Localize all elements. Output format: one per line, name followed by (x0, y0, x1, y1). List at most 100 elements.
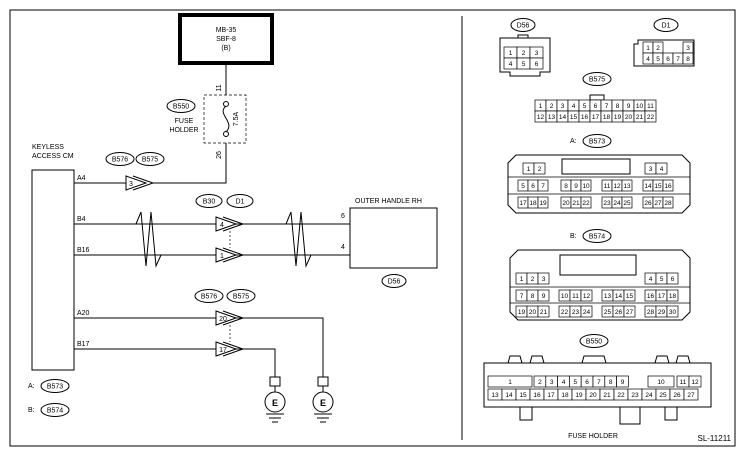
d1-pin-label: 7 (676, 56, 680, 63)
b575-pin-label: 5 (583, 103, 587, 110)
b573-pin-label: 21 (572, 200, 580, 207)
outer-handle-label: OUTER HANDLE RH (355, 198, 422, 205)
b574-pin-label: 21 (540, 309, 548, 316)
b573-pin-label: 3 (649, 166, 653, 173)
legend-key-b: B: (28, 407, 35, 414)
outer-handle-rh: OUTER HANDLE RH 6 4 D56 (341, 198, 438, 288)
fuse-pin-top: 11 (216, 84, 223, 91)
b574-pin-label: 27 (626, 309, 634, 316)
fuse-label-line1: FUSE (175, 118, 194, 125)
b573-pin-cell (662, 196, 674, 209)
d56-pin-label: 2 (522, 50, 526, 57)
b575-pin-label: 3 (561, 103, 565, 110)
b574-pin-cell (537, 305, 550, 318)
b573-pin-label: 10 (582, 183, 590, 190)
b550-pin-label: 4 (562, 379, 566, 386)
b573-pin-cell (533, 162, 546, 175)
svg-text:3: 3 (129, 181, 133, 188)
b550-pin-label: 8 (609, 379, 613, 386)
b550-pin-label: 9 (621, 379, 625, 386)
b574-pin-label: 7 (520, 293, 524, 300)
b574-pin-label: 5 (660, 276, 664, 283)
b550-pin-cell (688, 375, 702, 388)
b550-pin-cell (487, 375, 533, 388)
d1-pin-label: 5 (656, 56, 660, 63)
d56-pin-cell (529, 57, 544, 70)
b550-pin-label: 27 (687, 392, 695, 399)
b574-pin-cell (580, 305, 593, 318)
b550-pin-label: 10 (657, 379, 665, 386)
b550-pin-label: 14 (505, 392, 513, 399)
b573-pin-cell (655, 162, 668, 175)
b574-pin-label: 15 (626, 293, 634, 300)
d1-pin-cell (682, 52, 694, 65)
d56-pin-label: 6 (535, 61, 539, 68)
b574-pin-cell (537, 272, 550, 285)
b573-pin-label: 16 (664, 183, 672, 190)
svg-text:B575: B575 (589, 77, 605, 84)
b575-pin-label: 19 (614, 114, 622, 121)
b550-pin-label: 18 (561, 392, 569, 399)
b573-pin-label: 25 (623, 200, 631, 207)
b550-pin-label: 11 (680, 379, 687, 386)
b573-pin-label: 22 (582, 200, 590, 207)
b573-pin-label: 11 (604, 183, 611, 190)
b573-pin-label: 17 (519, 200, 527, 207)
b550-pin-label: 5 (573, 379, 577, 386)
b573-pin-label: 8 (564, 183, 568, 190)
b575-pin-label: 13 (548, 114, 556, 121)
b574-pin-label: 8 (531, 293, 535, 300)
b550-pin-label: 21 (603, 392, 611, 399)
b573-pin-label: 6 (531, 183, 535, 190)
fuse-element (222, 105, 230, 133)
b550-pin-label: 17 (547, 392, 555, 399)
b573-pin-label: 13 (623, 183, 631, 190)
fuse-block: 7.5A 11 26 B550 FUSE HOLDER (166, 84, 247, 159)
d56-pin-label: 3 (535, 50, 539, 57)
diagram-code: SL-11211 (697, 434, 731, 443)
b550-pin-label: 3 (550, 379, 554, 386)
power-source-line1: MB-35 (216, 27, 237, 34)
b575-pin-label: 14 (559, 114, 567, 121)
b573-pin-cell (537, 196, 549, 209)
badge-b576-top (105, 152, 135, 166)
legend-badge-b574 (40, 403, 70, 417)
b575-pin-label: 11 (647, 103, 654, 110)
wire-fuse-to-a4 (153, 143, 227, 184)
b573-pin-label: 9 (574, 183, 578, 190)
badge-b576-bottom (194, 289, 224, 303)
b574-pin-label: 20 (529, 309, 537, 316)
b574-pin-label: 18 (669, 293, 677, 300)
b574-pin-label: 30 (669, 309, 677, 316)
d56-pin-label: 5 (522, 61, 526, 68)
svg-text:D56: D56 (517, 23, 530, 30)
svg-text:B550: B550 (586, 339, 602, 346)
b550-pin-label: 23 (631, 392, 639, 399)
b574-pin-cell (623, 289, 636, 302)
connector-b573-prefix: A: (570, 138, 577, 145)
b574-pin-cell (537, 289, 550, 302)
svg-text:20: 20 (219, 316, 227, 323)
connector-b550-badge (579, 334, 609, 348)
cm-pin-b17: B17 (77, 341, 90, 348)
legend-key-a: A: (28, 383, 35, 390)
cm-label-line2: ACCESS CM (32, 153, 74, 160)
cm-pin-a20: A20 (77, 310, 90, 317)
b550-pin-label: 7 (597, 379, 601, 386)
b574-pin-label: 16 (647, 293, 655, 300)
legend-badge-b573 (40, 379, 70, 393)
b550-pin-label: 20 (589, 392, 597, 399)
d56-pin-label: 4 (509, 61, 513, 68)
b550-pin-label: 25 (659, 392, 667, 399)
junction-b17: 17 (215, 341, 245, 357)
d56-pin-label: 1 (509, 50, 513, 57)
b573-pin-label: 5 (521, 183, 525, 190)
harness-break-right (285, 211, 312, 268)
b575-pin-label: 8 (616, 103, 620, 110)
svg-text:D56: D56 (388, 279, 401, 286)
b550-pin-label: 19 (575, 392, 583, 399)
b575-pin-label: 6 (594, 103, 598, 110)
